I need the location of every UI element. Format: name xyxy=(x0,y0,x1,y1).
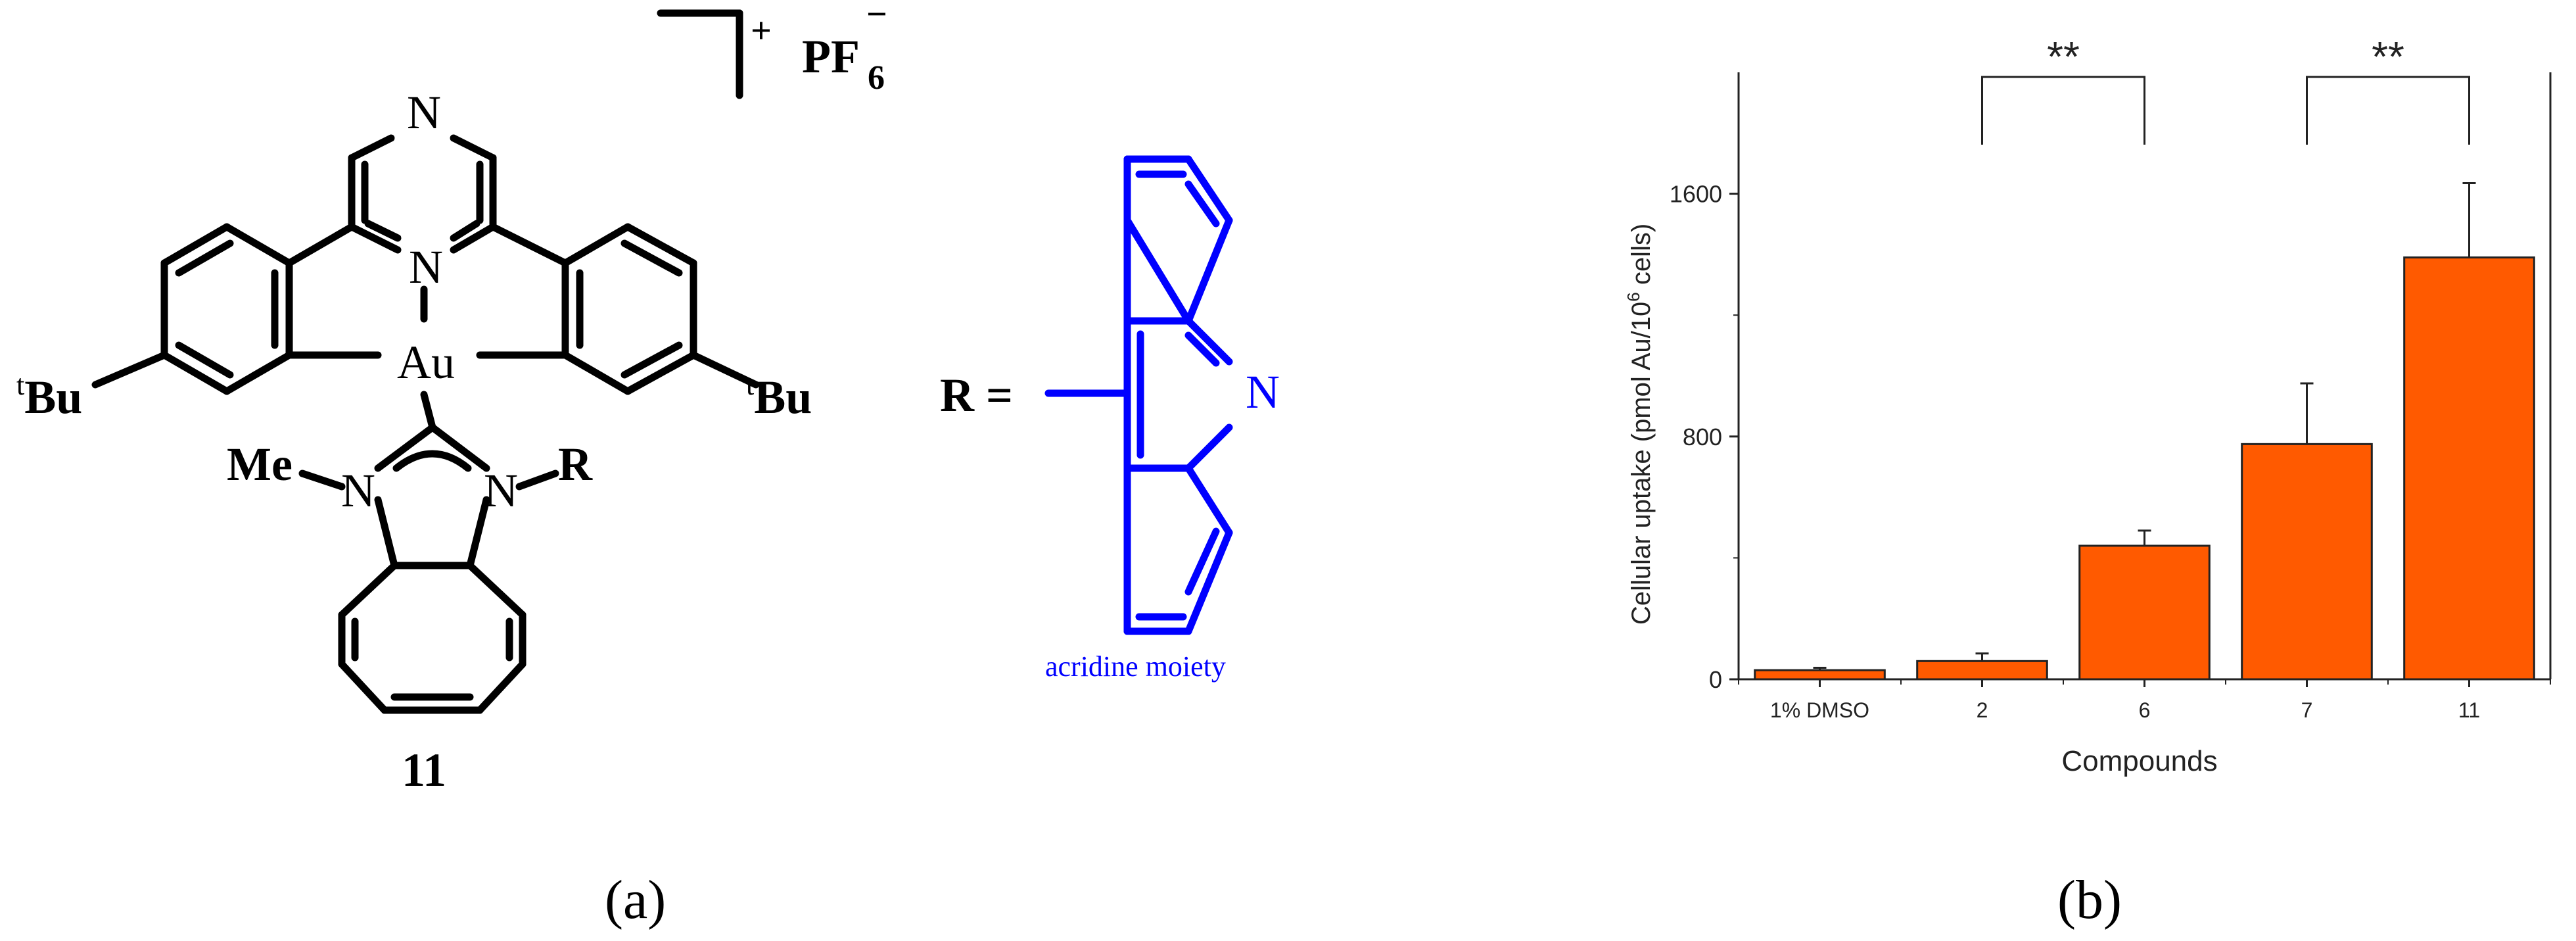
panel-a-label: (a) xyxy=(605,869,667,930)
nhc-n-right: N xyxy=(484,464,518,517)
tbu-left-superscript: t xyxy=(16,369,24,401)
bar-1-dmso xyxy=(1754,669,1886,681)
methyl-label: Me xyxy=(227,438,293,491)
r-definition-label: R = xyxy=(940,369,1013,422)
tbu-left: tBu xyxy=(16,369,82,423)
y-tick-label: 0 xyxy=(1709,666,1722,693)
x-tick-label: 11 xyxy=(2458,698,2480,722)
panel-b-label: (b) xyxy=(2057,869,2122,930)
y-axis-label-superscript: 6 xyxy=(1624,292,1643,301)
tbu-left-text: Bu xyxy=(24,371,82,423)
y-axis-label-main: Cellular uptake (pmol Au/10 xyxy=(1627,302,1656,625)
y-tick-label: 800 xyxy=(1683,423,1722,450)
x-axis-label: Compounds xyxy=(2061,745,2217,777)
y-tick-label: 1600 xyxy=(1670,181,1722,208)
y-axis-label-suffix: cells) xyxy=(1627,224,1656,292)
chart-error-bars xyxy=(1813,181,2476,671)
x-tick-label: 7 xyxy=(2301,698,2313,722)
significance-label: ** xyxy=(2047,33,2080,80)
pyrazine-n-coordinating: N xyxy=(409,241,443,293)
cation-charge: + xyxy=(751,11,772,51)
r-group-label: R xyxy=(558,438,593,491)
pyrazine-n-top: N xyxy=(407,86,441,139)
bar-11 xyxy=(2403,256,2535,681)
x-tick-label: 2 xyxy=(1977,698,1988,722)
tbu-right-text: Bu xyxy=(754,371,812,423)
gold-atom: Au xyxy=(397,336,455,389)
chart-significance: ** ** xyxy=(1981,33,2470,145)
compound-number: 11 xyxy=(402,744,446,796)
significance-bracket xyxy=(2306,76,2470,145)
bar-7 xyxy=(2241,443,2373,681)
y-axis-label: Cellular uptake (pmol Au/106 cells) xyxy=(1624,224,1656,625)
acridine-moiety-bonds xyxy=(1044,155,1233,635)
compound-11-bonds xyxy=(91,9,760,714)
tbu-right: tBu xyxy=(746,369,812,423)
chart-ticks: 0 800 1600 1% DMSO 2 6 7 11 xyxy=(1670,181,2551,722)
counterion-label: PF xyxy=(802,30,860,83)
acridine-moiety-caption: acridine moiety xyxy=(1045,650,1226,683)
x-tick-label: 1% DMSO xyxy=(1770,698,1869,722)
significance-bracket xyxy=(1981,76,2145,145)
chart-bars xyxy=(1754,256,2535,681)
tbu-right-superscript: t xyxy=(746,369,754,401)
bar-2 xyxy=(1916,660,2048,681)
significance-label: ** xyxy=(2372,33,2404,80)
acridine-nitrogen: N xyxy=(1246,366,1280,418)
nhc-n-left: N xyxy=(341,464,375,517)
counterion-charge: − xyxy=(866,0,887,35)
counterion-subscript: 6 xyxy=(868,59,885,97)
x-tick-label: 6 xyxy=(2139,698,2151,722)
bar-6 xyxy=(2078,544,2211,681)
